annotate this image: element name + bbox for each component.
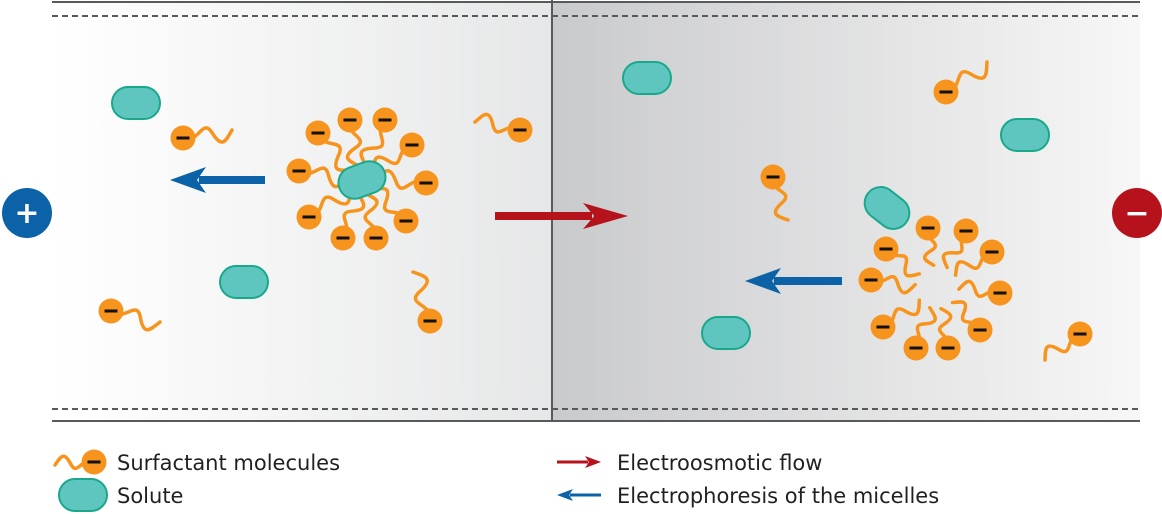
micelle-right-surfactant-minus-sign — [909, 346, 923, 350]
micelle-right-surfactant-minus-sign — [876, 325, 890, 329]
solute-molecule — [111, 86, 161, 120]
cathode-minus-sign: − — [1124, 196, 1149, 231]
surfactant-molecule-minus-sign — [176, 136, 190, 140]
micelle-left-surfactant-minus-sign — [343, 118, 357, 122]
surfactant-molecule-minus-sign — [513, 128, 527, 132]
micelle-left-surfactant-minus-sign — [419, 181, 433, 185]
micelle-right-surfactant-minus-sign — [941, 346, 955, 350]
micelle-right-surfactant-minus-sign — [993, 291, 1007, 295]
legend-electrophoresis-icon-arrowhead — [557, 489, 573, 501]
legend-electroosmotic-label: Electroosmotic flow — [617, 451, 822, 475]
surfactant-molecule-minus-sign — [104, 309, 118, 313]
solute-in-micelle — [337, 160, 387, 200]
micelle-right-surfactant-minus-sign — [973, 328, 987, 332]
micelle-right-surfactant-minus-sign — [879, 247, 893, 251]
micelle-left-surfactant-minus-sign — [292, 169, 306, 173]
legend-electroosmotic-icon-arrowhead — [585, 456, 601, 468]
micelle-left-surfactant-minus-sign — [378, 118, 392, 122]
electrophoresis-arrow-right-arrowhead — [745, 268, 781, 294]
anode: + — [2, 188, 52, 238]
micelle-right-surfactant-minus-sign — [864, 278, 878, 282]
micelle-left-surfactant-minus-sign — [369, 236, 383, 240]
solute-molecule — [863, 186, 911, 230]
solute-molecule — [622, 61, 672, 95]
legend-solute-label: Solute — [117, 484, 183, 508]
micelle-right-surfactant-minus-sign — [959, 229, 973, 233]
legend-surfactant-icon-minus-sign — [87, 460, 101, 464]
surfactant-molecule-minus-sign — [423, 319, 437, 323]
electroosmotic-flow-arrow-arrowhead — [583, 203, 628, 229]
anode-plus-sign: + — [14, 196, 39, 231]
solute-molecule — [701, 316, 751, 350]
micelle-left-surfactant-minus-sign — [399, 219, 413, 223]
legend-surfactant-label: Surfactant molecules — [117, 451, 340, 475]
surfactant-molecule-minus-sign — [939, 90, 953, 94]
surfactant-molecule-minus-sign — [766, 175, 780, 179]
legend-solute-icon — [58, 478, 108, 512]
cathode: − — [1112, 188, 1162, 238]
micelle-left-surfactant-minus-sign — [302, 215, 316, 219]
micelle-left-surfactant-minus-sign — [311, 131, 325, 135]
micelle-left-surfactant-minus-sign — [405, 143, 419, 147]
micelle-right-surfactant-minus-sign — [985, 250, 999, 254]
micelle-left-surfactant-minus-sign — [336, 236, 350, 240]
surfactant-molecule-minus-sign — [1073, 332, 1087, 336]
solute-molecule — [219, 265, 269, 299]
electrophoresis-arrow-left-arrowhead — [170, 167, 206, 193]
micelle-right-surfactant-minus-sign — [921, 226, 935, 230]
legend-electrophoresis-label: Electrophoresis of the micelles — [617, 484, 939, 508]
solute-molecule — [1000, 118, 1050, 152]
